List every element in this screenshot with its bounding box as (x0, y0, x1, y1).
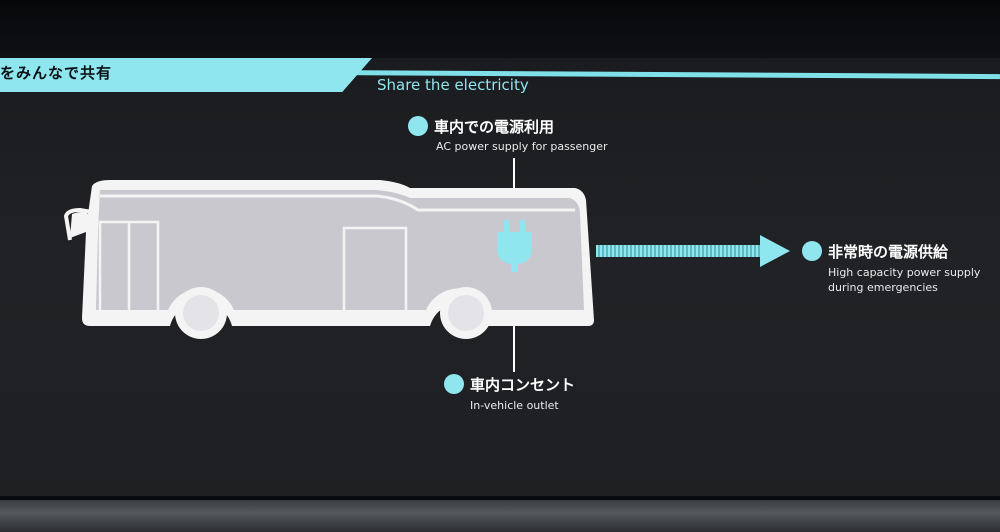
right-callout-title: 非常時の電源供給 (828, 243, 949, 261)
right-arrow-icon (596, 235, 790, 267)
plug-icon (497, 220, 532, 272)
bottom-callout-title: 車内コンセント (470, 376, 576, 394)
roof-stripe (100, 194, 575, 212)
bottom-callout-desc: In-vehicle outlet (470, 399, 559, 412)
side-mirror (63, 207, 93, 241)
top-bezel (0, 0, 1000, 58)
slide-subtitle: Share the electricity (377, 76, 529, 94)
top-callout-title: 車内での電源利用 (434, 118, 555, 136)
right-callout-dot (802, 241, 822, 261)
middle-door (342, 226, 408, 318)
bottom-callout-dot (444, 374, 464, 394)
header-banner (0, 58, 372, 92)
right-callout-desc-line2: during emergencies (828, 281, 938, 294)
screen-bottom-edge (0, 496, 1000, 500)
rear-wheel-hub (448, 295, 484, 331)
banner-title: をみんなで共有 (0, 64, 113, 82)
right-callout-desc-line1: High capacity power supply (828, 266, 981, 279)
front-wheel-hub (183, 295, 219, 331)
bus-body (96, 190, 584, 310)
top-callout-desc: AC power supply for passenger (436, 140, 608, 153)
top-callout-dot (408, 116, 428, 136)
bottom-bezel (0, 500, 1000, 532)
